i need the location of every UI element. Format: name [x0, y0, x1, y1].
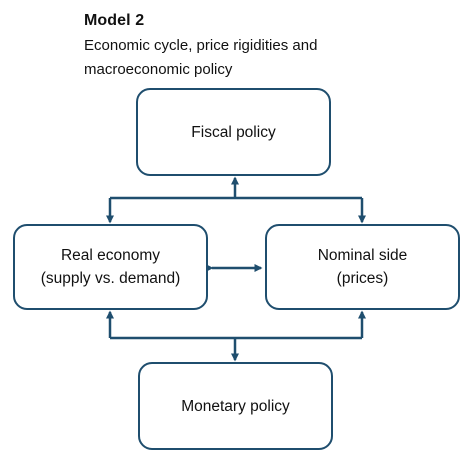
real-economy-box: Real economy (supply vs. demand) [13, 224, 208, 310]
fiscal-policy-label: Fiscal policy [191, 123, 276, 141]
subtitle-line-2: macroeconomic policy [84, 61, 233, 78]
fiscal-policy-box: Fiscal policy [136, 88, 331, 176]
nominal-side-sublabel: (prices) [336, 270, 389, 287]
nominal-side-label: Nominal side [317, 247, 408, 264]
monetary-policy-box: Monetary policy [138, 362, 333, 450]
monetary-policy-label: Monetary policy [181, 397, 290, 415]
real-economy-sublabel: (supply vs. demand) [40, 270, 181, 287]
real-economy-label: Real economy [60, 247, 161, 264]
diagram-title: Model 2 [84, 12, 145, 29]
subtitle-line-1: Economic cycle, price rigidities and [84, 37, 318, 54]
diagram-subtitle: Economic cycle, price rigidities and mac… [84, 34, 444, 82]
nominal-side-box: Nominal side (prices) [265, 224, 460, 310]
